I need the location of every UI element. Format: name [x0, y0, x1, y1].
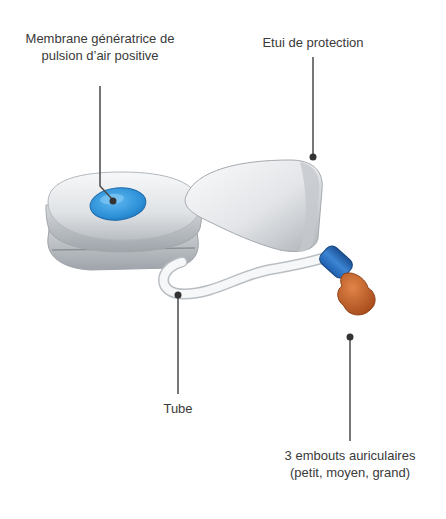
leader-dot — [110, 198, 117, 205]
leader-dot — [347, 334, 354, 341]
leader-line — [177, 296, 179, 394]
leader-line — [100, 86, 112, 199]
callout-label: Tube — [163, 400, 192, 417]
callout-label: Membrane génératrice de pulsion d’air po… — [25, 30, 175, 64]
leader-lines — [100, 57, 350, 441]
device-body — [46, 172, 202, 270]
leader-dot — [175, 292, 182, 299]
callout-label: Etui de protection — [262, 34, 363, 51]
leader-line — [312, 57, 314, 156]
leader-dot — [310, 154, 317, 161]
leader-dots — [110, 154, 354, 341]
tube — [164, 256, 331, 294]
ear-tip — [317, 243, 375, 315]
protective-case — [185, 160, 322, 252]
leader-line — [349, 337, 351, 441]
callout-label: 3 embouts auriculaires (petit, moyen, gr… — [270, 447, 430, 481]
